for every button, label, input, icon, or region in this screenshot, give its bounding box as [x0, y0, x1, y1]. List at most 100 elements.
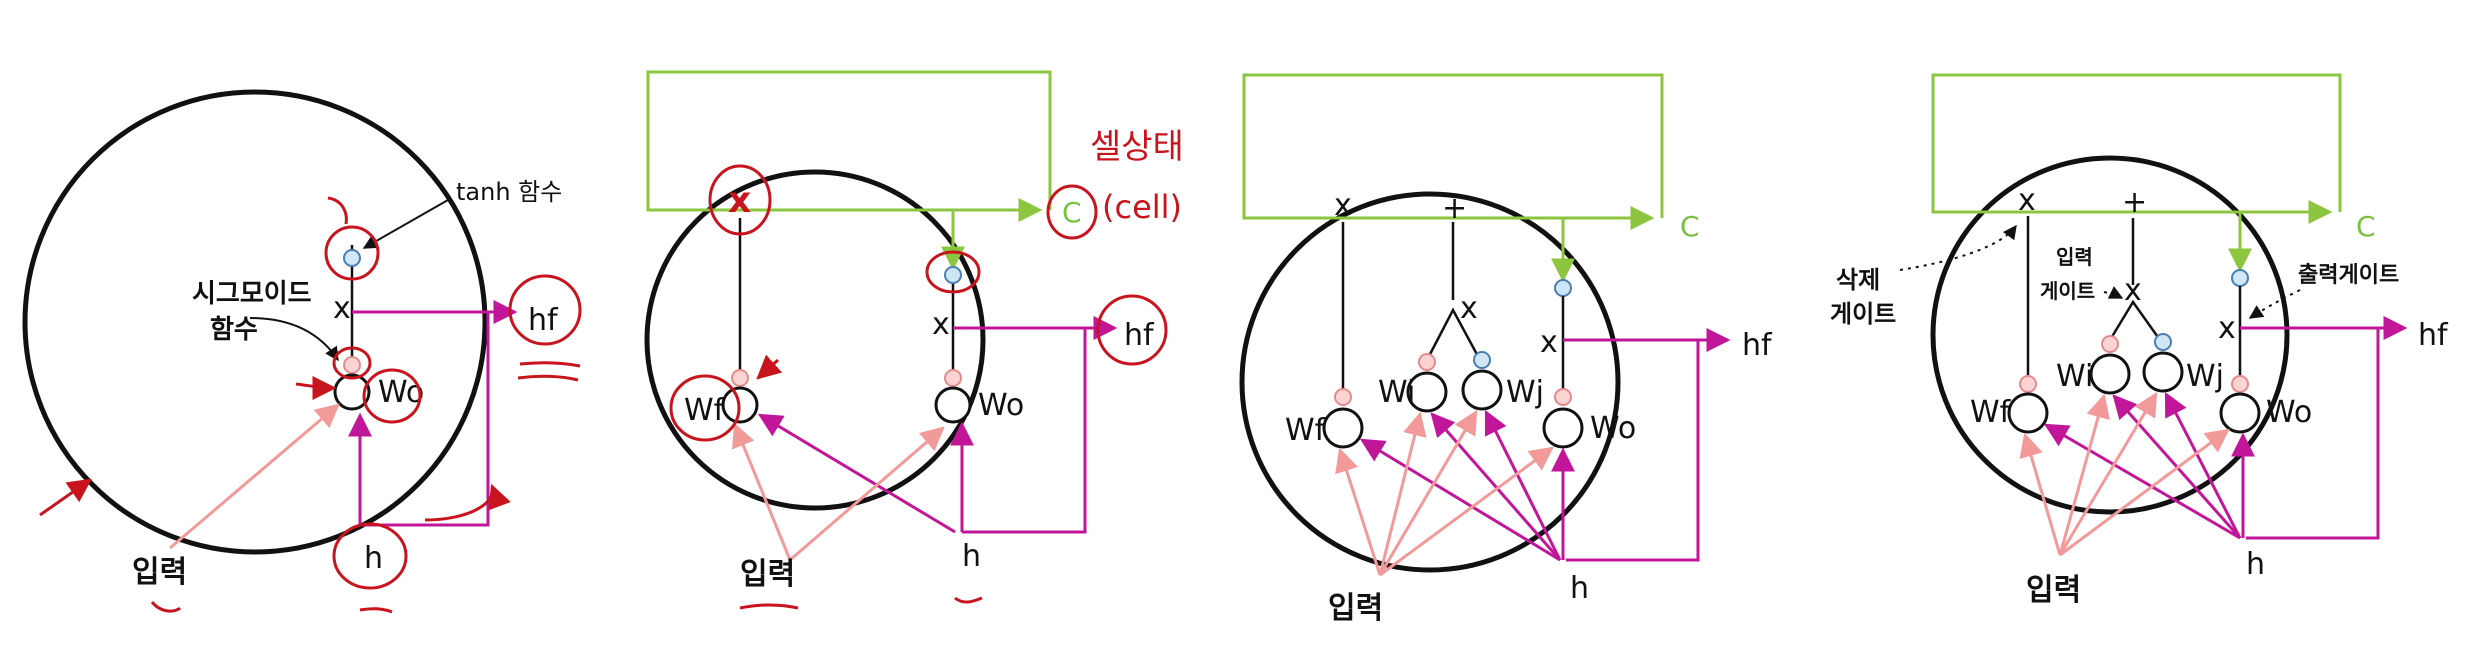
- forget-gate-note-1: 삭제: [1836, 266, 1880, 294]
- input-to-wf: [732, 422, 792, 561]
- input-gate-note-2: 게이트: [2040, 279, 2095, 303]
- input-to-wj: [1378, 409, 1478, 576]
- weight-label-f: Wf: [1970, 395, 2012, 430]
- red-circle-h: [332, 522, 408, 590]
- red-tick-mid: [295, 375, 337, 400]
- sigmoid-node-o: [1554, 388, 1572, 406]
- input-label: 입력: [2026, 573, 2081, 608]
- op-plus: +: [1442, 191, 1467, 226]
- red-circle-tanh: [324, 225, 380, 281]
- cell-circle: [1930, 155, 2290, 515]
- weight-node-i: [2089, 353, 2131, 395]
- h-to-wf: [2043, 423, 2241, 540]
- weight-label-o: Wo: [2266, 395, 2312, 430]
- sigmoid-node-i: [2101, 335, 2119, 353]
- cell-state-loop: [646, 70, 1052, 222]
- weight-node-j: [2142, 351, 2184, 393]
- sigmoid-note-1: 시그모이드: [192, 279, 312, 309]
- tanh-gate-node: [1554, 279, 1572, 297]
- op-multiply-out: x: [2218, 311, 2236, 346]
- panel-2-cell-state: C x Wf x Wo hf h 입력: [644, 70, 1184, 610]
- weight-node-o: [2219, 392, 2261, 434]
- panel-1-rnn-cell: x Wo hf h 입력 tanh 함수 시그모이드 함수: [22, 89, 582, 614]
- weight-node-o: [1542, 407, 1584, 449]
- weight-node-i: [1406, 371, 1448, 413]
- red-tick-left: [39, 478, 92, 517]
- h-feedback-line: [348, 312, 490, 527]
- panel-4-lstm-annotated: C x Wf + x Wi Wj x Wo hf h: [1830, 73, 2449, 608]
- weight-label-o: Wo: [978, 388, 1024, 423]
- panel-3-lstm-gates: C x Wf + x Wi Wj x Wo hf h: [1239, 73, 1773, 626]
- hidden-input-label: h: [2246, 547, 2265, 582]
- weight-label-j: Wj: [1506, 375, 1544, 410]
- h-to-wj: [1484, 409, 1562, 561]
- h-to-wf: [757, 413, 956, 534]
- hidden-input-label: h: [962, 539, 981, 574]
- cell-circle: [22, 89, 488, 555]
- red-annotations: [669, 164, 1168, 610]
- sigmoid-note-2: 함수: [210, 315, 258, 345]
- red-annotations: [39, 196, 582, 614]
- sigmoid-node-f: [731, 369, 749, 387]
- red-circle-hf: [508, 274, 582, 346]
- op-multiply-forget: x: [1334, 188, 1352, 223]
- input-to-wi: [2058, 393, 2110, 556]
- red-underline-hf: [517, 361, 581, 382]
- red-underline-input: [739, 603, 799, 610]
- sigmoid-pointer: [249, 317, 339, 362]
- cell-state-c: C: [2356, 210, 2376, 243]
- h-to-wf: [1359, 438, 1561, 562]
- input-label: 입력: [132, 555, 187, 590]
- op-multiply-input: x: [1460, 291, 1478, 326]
- cell-state-c: C: [1680, 210, 1700, 243]
- sigmoid-node-i: [1418, 353, 1436, 371]
- sigmoid-node-f: [2019, 375, 2037, 393]
- input-label: 입력: [1328, 591, 1383, 626]
- tanh-gate-node: [343, 249, 361, 267]
- cell-state-note: 셀상태: [1090, 127, 1184, 167]
- h-feedback-line: [1566, 340, 1700, 562]
- h-feedback-line: [2246, 328, 2380, 540]
- cell-circle: [1239, 191, 1621, 573]
- tanh-gate-node: [2231, 269, 2249, 287]
- red-curl-bottom: [424, 483, 511, 522]
- input-gate-note-1: 입력: [2056, 245, 2093, 269]
- hf-output-label: hf: [1742, 328, 1773, 363]
- red-circle-weight: [362, 368, 422, 424]
- forget-gate-note-2: 게이트: [1830, 300, 1896, 328]
- input-to-wo: [2059, 428, 2230, 557]
- input-gate-pointer: [2103, 286, 2124, 299]
- hidden-input-label: h: [1570, 571, 1589, 606]
- red-circle-wf: [669, 374, 741, 442]
- red-underline-h: [359, 607, 393, 614]
- hf-output-label: hf: [1124, 318, 1155, 353]
- output-gate-pointer: [2248, 289, 2301, 319]
- weight-label-i: Wi: [2056, 359, 2093, 394]
- op-plus: +: [2122, 185, 2147, 220]
- cell-state-c: C: [1062, 196, 1082, 229]
- input-to-wo: [789, 426, 945, 562]
- input-to-wo: [1379, 446, 1554, 577]
- sigmoid-node: [343, 356, 361, 374]
- op-multiply: x: [333, 291, 351, 326]
- weight-node-o: [934, 386, 972, 424]
- op-multiply-forget: x: [2018, 183, 2036, 218]
- cell-state-loop: [1242, 73, 1664, 230]
- input-to-wj: [2058, 391, 2158, 556]
- input-to-wf: [2019, 432, 2062, 556]
- weight-label-j: Wj: [2186, 359, 2224, 394]
- weight-node-j: [1461, 369, 1503, 411]
- h-fanout: [1359, 409, 1575, 562]
- red-circle-x: [708, 164, 772, 236]
- red-circle-hf: [1096, 294, 1168, 366]
- input-to-wi: [1378, 411, 1427, 576]
- weight-label-o: Wo: [1590, 411, 1636, 446]
- h-to-wi: [1430, 412, 1562, 561]
- cell-state-loop: [1931, 73, 2342, 224]
- weight-node-f: [2007, 392, 2049, 434]
- input-to-wf: [1335, 447, 1382, 576]
- tanh-note: tanh 함수: [456, 178, 562, 206]
- op-multiply-out: x: [1540, 325, 1558, 360]
